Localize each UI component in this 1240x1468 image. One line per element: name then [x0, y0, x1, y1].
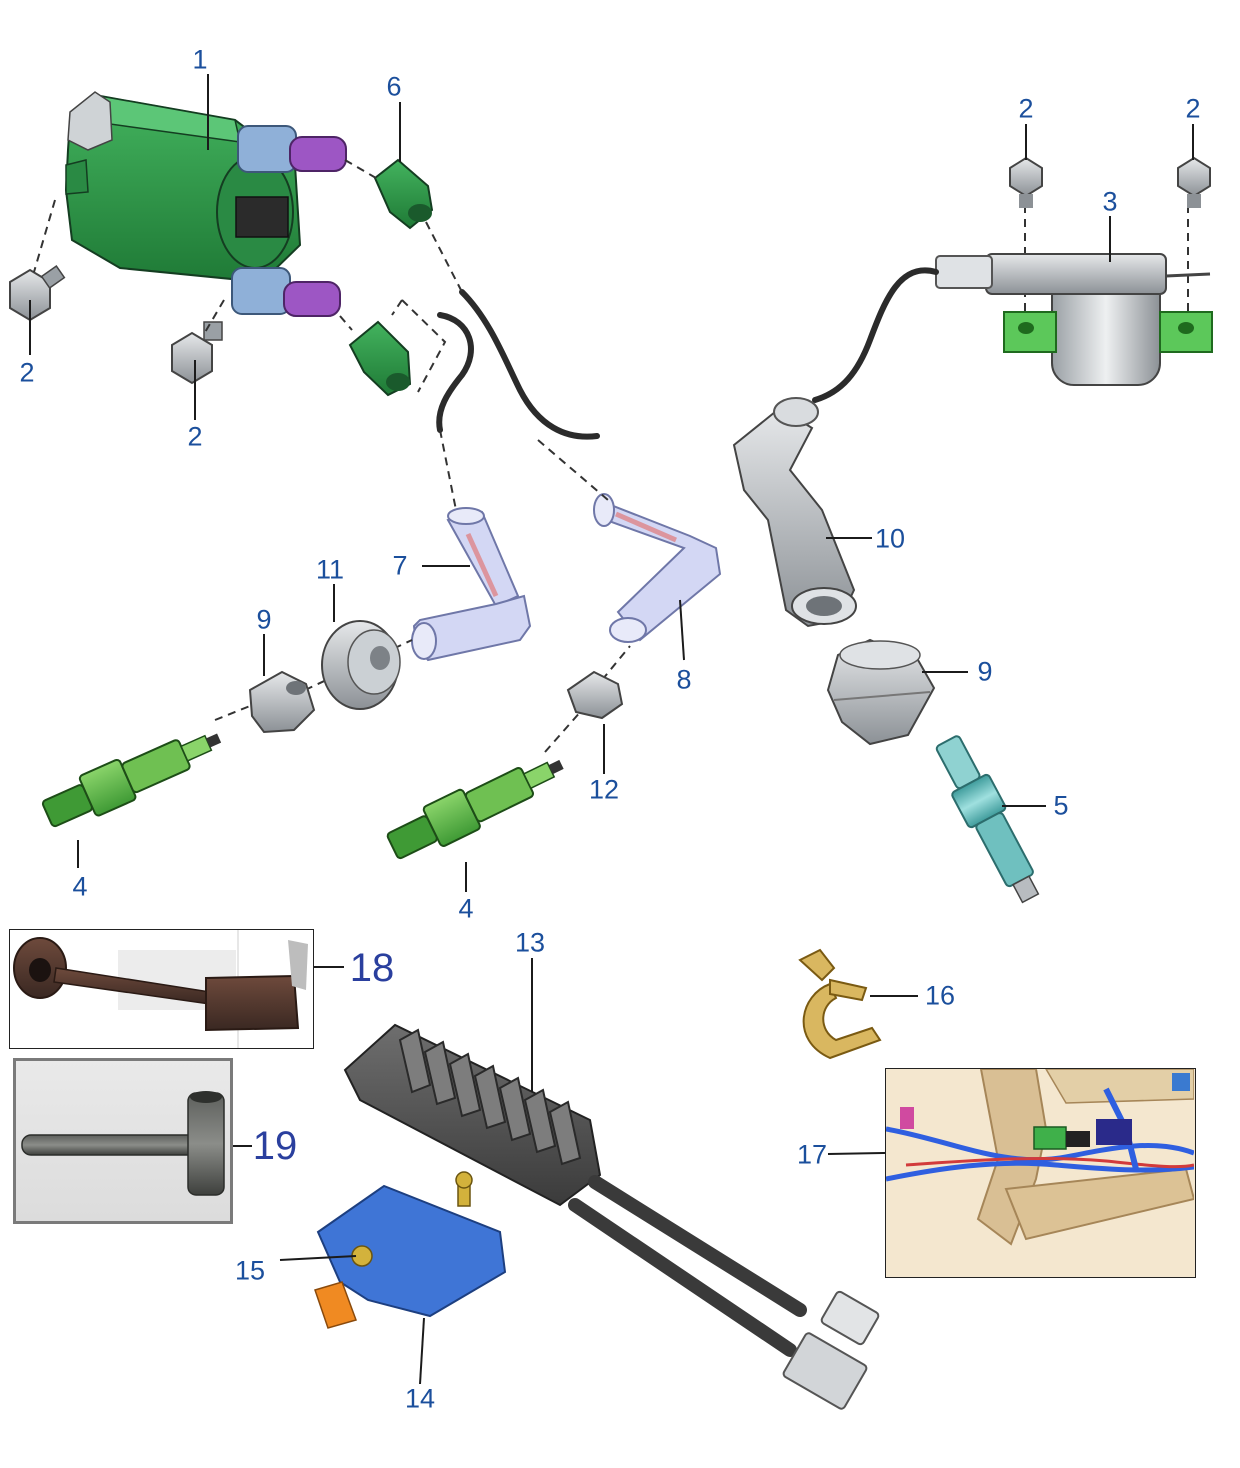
photo-tool-19	[13, 1058, 233, 1224]
callout-2-d: 2	[1185, 93, 1201, 124]
callout-17: 17	[796, 1139, 828, 1170]
ignition-coil-single	[935, 253, 1213, 386]
callout-7: 7	[392, 550, 408, 581]
rectifier-connectors	[782, 1290, 880, 1410]
callout-1: 1	[192, 44, 208, 75]
regulator-rectifier	[343, 1023, 602, 1207]
callout-13: 13	[514, 927, 546, 958]
rectifier-cables	[568, 1175, 807, 1357]
callout-19: 19	[252, 1124, 298, 1168]
frame-installation-photo	[886, 1069, 1195, 1276]
callout-12: 12	[588, 774, 620, 805]
callout-16: 16	[924, 980, 956, 1011]
ht-lead-single	[812, 267, 939, 403]
bolt-right-2	[1177, 156, 1211, 208]
callout-15: 15	[234, 1255, 266, 1286]
callout-5: 5	[1053, 790, 1069, 821]
terminal-nut-12	[566, 670, 624, 720]
plug-cap-elbow-8	[593, 493, 722, 643]
hose-clip-16	[798, 948, 882, 1060]
suppressor-cap-left	[248, 670, 316, 734]
callout-11: 11	[315, 554, 345, 585]
ignition-coil-dual	[64, 91, 347, 317]
callout-2-b: 2	[187, 421, 203, 452]
spanner-photo-18	[13, 930, 308, 1048]
boot-dashed-box	[391, 299, 447, 393]
callout-6: 6	[386, 71, 402, 102]
callout-9-b: 9	[977, 656, 993, 687]
bolt-right-1	[1009, 156, 1043, 208]
plug-cap-elbow-7	[411, 507, 532, 662]
tee-wrench-photo-19	[21, 1091, 225, 1196]
plug-cap-angled-10	[732, 397, 857, 628]
photo-install-location-17	[885, 1068, 1196, 1278]
suppressor-cap-right	[826, 638, 936, 746]
spark-plug-right	[386, 759, 564, 860]
callout-3: 3	[1102, 186, 1118, 217]
callout-10: 10	[874, 523, 906, 554]
spark-plug-teal	[935, 735, 1040, 904]
coil-boot-upper	[373, 158, 434, 230]
callout-14: 14	[404, 1383, 436, 1414]
callout-18: 18	[349, 946, 395, 990]
callout-8: 8	[676, 664, 692, 695]
callout-4-b: 4	[458, 893, 474, 924]
ignition-leads	[436, 289, 600, 440]
callout-4-a: 4	[72, 871, 88, 902]
rubber-seal-washer	[321, 620, 401, 710]
mounting-bracket	[314, 1171, 507, 1329]
photo-tool-18	[9, 929, 314, 1049]
bolt-left-1	[9, 265, 66, 322]
callout-2-a: 2	[19, 357, 35, 388]
callout-9-a: 9	[256, 604, 272, 635]
coil-boot-lower	[348, 320, 412, 397]
spark-plug-left	[41, 733, 222, 828]
bolt-left-2	[171, 321, 223, 385]
callout-2-c: 2	[1018, 93, 1034, 124]
